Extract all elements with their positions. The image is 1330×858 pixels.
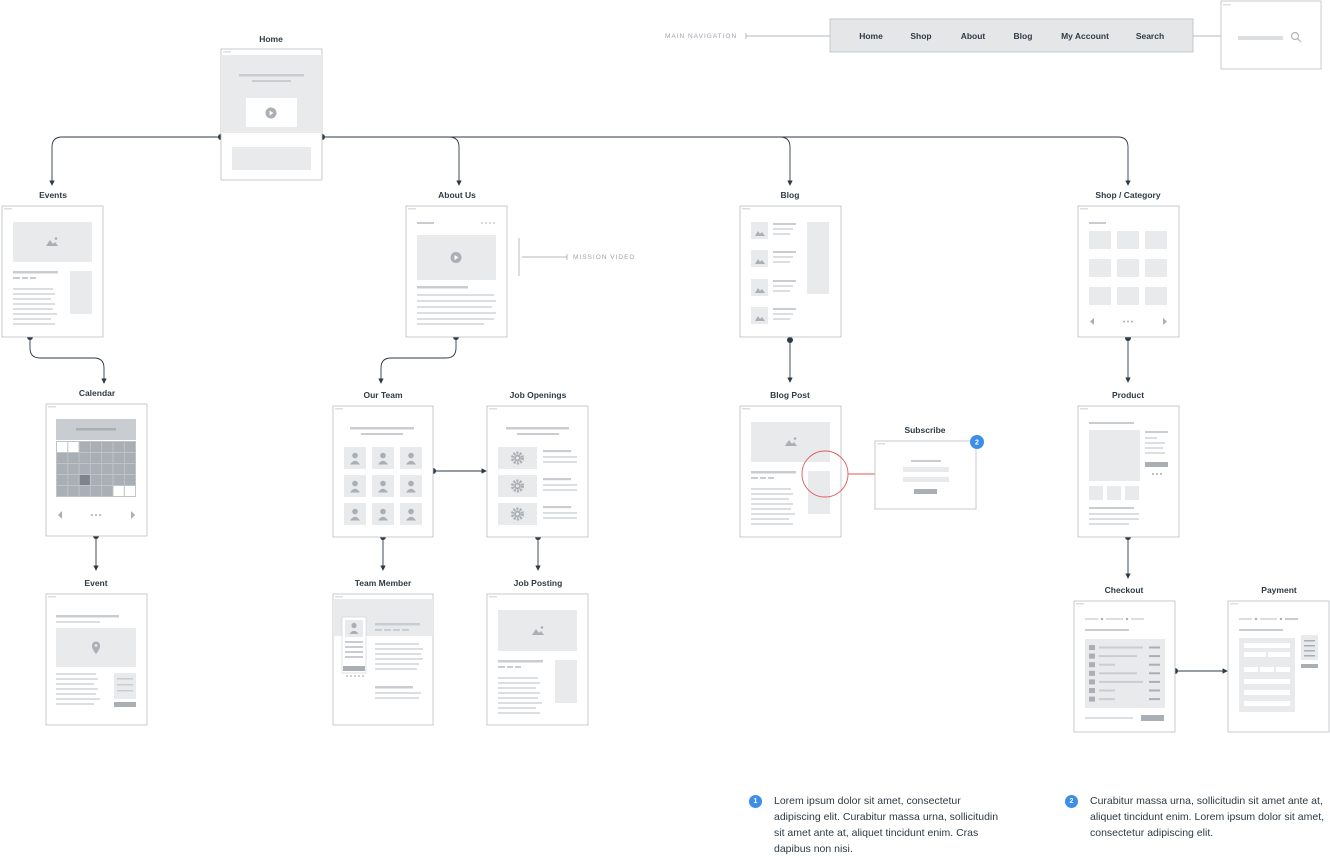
wireframe-about-us[interactable] — [405, 205, 508, 338]
person-icon — [372, 475, 394, 497]
page-label-job-posting: Job Posting — [514, 578, 563, 588]
page-label-blog: Blog — [781, 190, 800, 200]
nav-item-shop[interactable]: Shop — [910, 31, 931, 41]
page-label-calendar: Calendar — [79, 388, 116, 398]
gear-icon — [511, 507, 524, 521]
page-label-our-team: Our Team — [363, 390, 402, 400]
note-number-badge: 2 — [1065, 795, 1078, 808]
wireframe-home[interactable] — [220, 48, 323, 181]
page-label-event: Event — [84, 578, 107, 588]
nav-item-search[interactable]: Search — [1136, 31, 1164, 41]
page-label-events: Events — [39, 190, 67, 200]
gear-icon — [511, 479, 524, 493]
person-icon — [344, 447, 366, 469]
image-icon — [46, 237, 58, 246]
page-label-payment: Payment — [1261, 585, 1297, 595]
nav-item-my-account[interactable]: My Account — [1061, 31, 1109, 41]
wireframe-team-member[interactable] — [332, 593, 434, 726]
note-badge-2: 2 — [970, 435, 984, 449]
note-2: 2 Curabitur massa urna, sollicitudin sit… — [1065, 793, 1325, 841]
note-text: Curabitur massa urna, sollicitudin sit a… — [1090, 795, 1325, 839]
wireframe-job-posting[interactable] — [486, 593, 589, 726]
page-label-blog-post: Blog Post — [770, 390, 810, 400]
person-icon — [372, 447, 394, 469]
search-icon — [1290, 31, 1302, 43]
team-grid — [344, 447, 422, 525]
nav-item-blog[interactable]: Blog — [1014, 31, 1033, 41]
search-box-wireframe — [1220, 0, 1322, 70]
page-label-shop-category: Shop / Category — [1095, 190, 1160, 200]
svg-text:2: 2 — [975, 440, 979, 447]
nav-item-home[interactable]: Home — [859, 31, 883, 41]
wireframe-subscribe[interactable] — [874, 440, 977, 510]
wireframe-blog-post[interactable] — [739, 405, 842, 538]
main-navigation-caption: MAIN NAVIGATION — [665, 33, 737, 40]
wireframe-job-openings[interactable] — [486, 405, 589, 538]
main-navigation-bar — [829, 18, 1194, 53]
nav-item-about[interactable]: About — [961, 31, 986, 41]
person-icon — [400, 447, 422, 469]
page-label-product: Product — [1112, 390, 1144, 400]
play-icon — [265, 107, 277, 119]
wireframe-our-team[interactable] — [332, 405, 434, 538]
page-label-job-openings: Job Openings — [510, 390, 567, 400]
checkout-items — [1089, 645, 1160, 702]
calendar-grid — [57, 442, 136, 496]
note-text: Lorem ipsum dolor sit amet, consectetur … — [774, 795, 999, 855]
connectors — [27, 134, 1228, 674]
person-icon — [400, 475, 422, 497]
person-icon — [344, 503, 366, 525]
page-label-team-member: Team Member — [355, 578, 412, 588]
page-label-about-us: About Us — [438, 190, 476, 200]
wireframe-blog[interactable] — [739, 205, 842, 338]
wireframe-payment[interactable] — [1227, 600, 1330, 733]
gear-icon — [511, 451, 524, 465]
page-label-checkout: Checkout — [1105, 585, 1144, 595]
job-list — [498, 447, 577, 525]
wireframe-checkout[interactable] — [1073, 600, 1176, 733]
map-pin-icon — [92, 641, 100, 654]
wireframe-calendar[interactable] — [45, 403, 148, 537]
person-icon — [372, 503, 394, 525]
page-label-home: Home — [259, 34, 283, 44]
person-icon — [400, 503, 422, 525]
wireframe-events[interactable] — [1, 205, 104, 338]
page-label-subscribe: Subscribe — [904, 425, 945, 435]
person-icon — [344, 475, 366, 497]
play-icon — [450, 252, 462, 263]
wireframe-event[interactable] — [45, 593, 148, 726]
mission-video-caption: MISSION VIDEO — [573, 254, 635, 261]
person-icon — [349, 622, 359, 634]
wireframe-shop-category[interactable] — [1077, 205, 1180, 338]
note-number-badge: 1 — [749, 795, 762, 808]
note-1: 1 Lorem ipsum dolor sit amet, consectetu… — [749, 793, 1009, 857]
wireframe-product[interactable] — [1077, 405, 1180, 538]
